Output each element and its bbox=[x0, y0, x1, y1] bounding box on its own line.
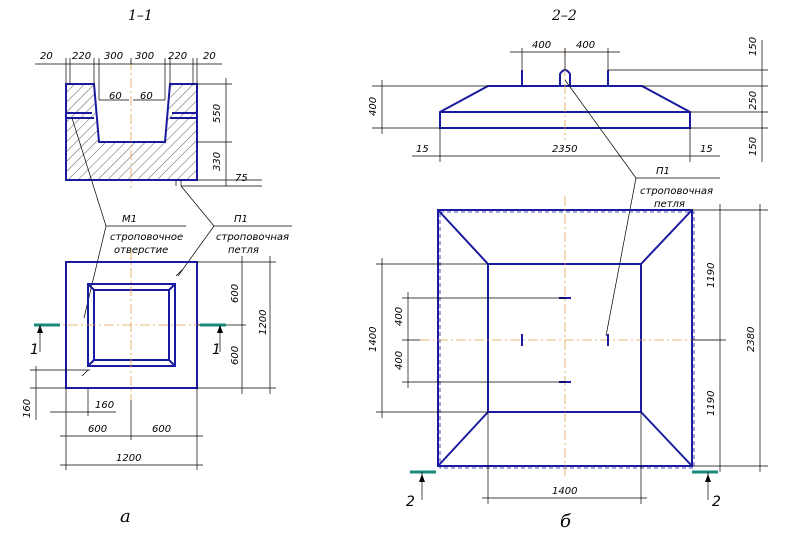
caption-b: б bbox=[560, 511, 572, 532]
dim-b-plan-1190-lower: 1190 bbox=[706, 391, 717, 416]
label-m1-code: М1 bbox=[122, 214, 137, 225]
dim-b-top-400-right: 400 bbox=[576, 40, 595, 51]
section-1-title: 1–1 bbox=[128, 8, 153, 24]
dim-a-top-20-right: 20 bbox=[203, 51, 216, 62]
dim-a-top-300-right: 300 bbox=[135, 51, 154, 62]
dim-b-plan-1400-bottom: 1400 bbox=[552, 486, 577, 497]
dim-a-plan-1200-right: 1200 bbox=[258, 310, 269, 335]
dim-b-elev-15-left: 15 bbox=[416, 144, 429, 155]
plan-b: 1400 400 400 1190 2380 1190 1400 2 2 bbox=[368, 196, 768, 510]
dim-b-elev-150-top: 150 bbox=[748, 37, 759, 56]
dim-b-plan-400-lower: 400 bbox=[394, 351, 405, 370]
label-p1-line2-b: петля bbox=[654, 199, 685, 210]
dim-a-plan-600-top: 600 bbox=[230, 284, 241, 303]
cut-2-left: 2 bbox=[406, 494, 415, 510]
dim-a-top-300-left: 300 bbox=[104, 51, 123, 62]
dim-b-elev-400-left: 400 bbox=[368, 97, 379, 116]
dim-b-plan-2380: 2380 bbox=[746, 327, 757, 352]
cut-2-right: 2 bbox=[712, 494, 721, 510]
dim-a-ledge-75: 75 bbox=[235, 173, 248, 184]
dim-b-plan-400-upper: 400 bbox=[394, 307, 405, 326]
dim-a-slope-60-right: 60 bbox=[140, 91, 153, 102]
dim-a-height-330: 330 bbox=[212, 152, 223, 171]
dim-a-top-220-left: 220 bbox=[72, 51, 91, 62]
section-1-body bbox=[65, 83, 198, 181]
label-p1-line1-a: строповочная bbox=[216, 232, 289, 243]
dim-a-plan-600-bottom: 600 bbox=[230, 346, 241, 365]
section-2-title: 2–2 bbox=[551, 8, 577, 24]
dim-a-plan-600-right: 600 bbox=[152, 424, 171, 435]
section-1-1: 20 220 300 300 220 20 60 60 550 330 75 bbox=[35, 51, 262, 188]
dim-b-elev-150-bottom: 150 bbox=[748, 137, 759, 156]
cut-1-top: 1 bbox=[30, 342, 39, 358]
cut-1-bottom: 1 bbox=[212, 342, 221, 358]
plan-a: 600 600 1200 160 160 600 600 1200 1 1 bbox=[22, 250, 276, 470]
dim-b-top-400-left: 400 bbox=[532, 40, 551, 51]
dim-a-slope-60-left: 60 bbox=[109, 91, 122, 102]
label-m1-line2: отверстие bbox=[114, 245, 168, 256]
dim-b-elev-15-right: 15 bbox=[700, 144, 713, 155]
dim-a-height-550: 550 bbox=[212, 104, 223, 123]
dim-a-top-20-left: 20 bbox=[40, 51, 53, 62]
dim-a-plan-600-left: 600 bbox=[88, 424, 107, 435]
dim-a-plan-160-h: 160 bbox=[95, 400, 114, 411]
label-p1-code-a: П1 bbox=[234, 214, 248, 225]
label-p1-line1-b: строповочная bbox=[640, 186, 713, 197]
caption-a: а bbox=[120, 506, 131, 527]
dim-a-top-220-right: 220 bbox=[168, 51, 187, 62]
dim-b-plan-1400-left: 1400 bbox=[368, 327, 379, 352]
dim-a-plan-1200-bottom: 1200 bbox=[116, 453, 141, 464]
label-p1-line2-a: петля bbox=[228, 245, 259, 256]
label-m1-line1: строповочное bbox=[110, 232, 183, 243]
dim-b-plan-1190-upper: 1190 bbox=[706, 263, 717, 288]
section-2-2: 400 400 150 250 150 400 15 2350 15 bbox=[368, 37, 768, 162]
dim-b-elev-2350: 2350 bbox=[552, 144, 577, 155]
dim-a-plan-160-v: 160 bbox=[22, 399, 33, 418]
label-p1-code-b: П1 bbox=[656, 166, 670, 177]
dim-b-elev-250: 250 bbox=[748, 91, 759, 110]
